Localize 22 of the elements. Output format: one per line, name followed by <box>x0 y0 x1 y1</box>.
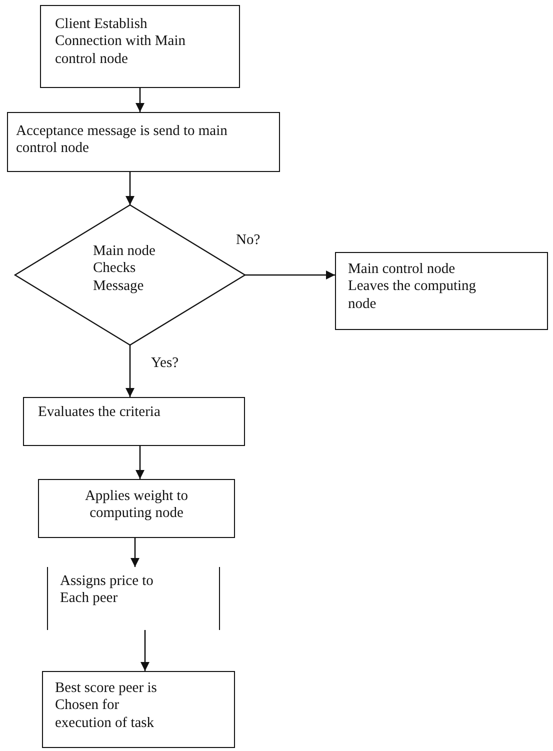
arrow <box>125 172 135 205</box>
arrow <box>245 270 335 280</box>
arrow <box>140 630 150 671</box>
process-box <box>42 671 235 748</box>
arrow <box>130 538 140 567</box>
arrow <box>135 446 145 479</box>
step-text: Evaluates the criteria <box>38 404 162 422</box>
arrow <box>135 88 145 112</box>
process-box <box>7 112 280 172</box>
process-box <box>335 252 548 330</box>
step-text: Main control node Leaves the computing node <box>348 261 478 314</box>
process-step <box>47 567 220 630</box>
step-text: Applies weight to computing node <box>84 488 190 523</box>
process-box <box>38 479 235 538</box>
process-box <box>40 5 240 88</box>
process-box <box>23 397 245 446</box>
step-text: Best score peer is Chosen for execution of task <box>55 680 158 732</box>
arrow <box>125 345 135 397</box>
step-text: Main node Checks Message <box>93 243 156 296</box>
step-text: Assigns price to Each peer <box>60 573 154 608</box>
step-text: Client Establish Connection with Main control node <box>55 16 186 68</box>
step-text: Acceptance message is send to main control node <box>16 123 228 158</box>
